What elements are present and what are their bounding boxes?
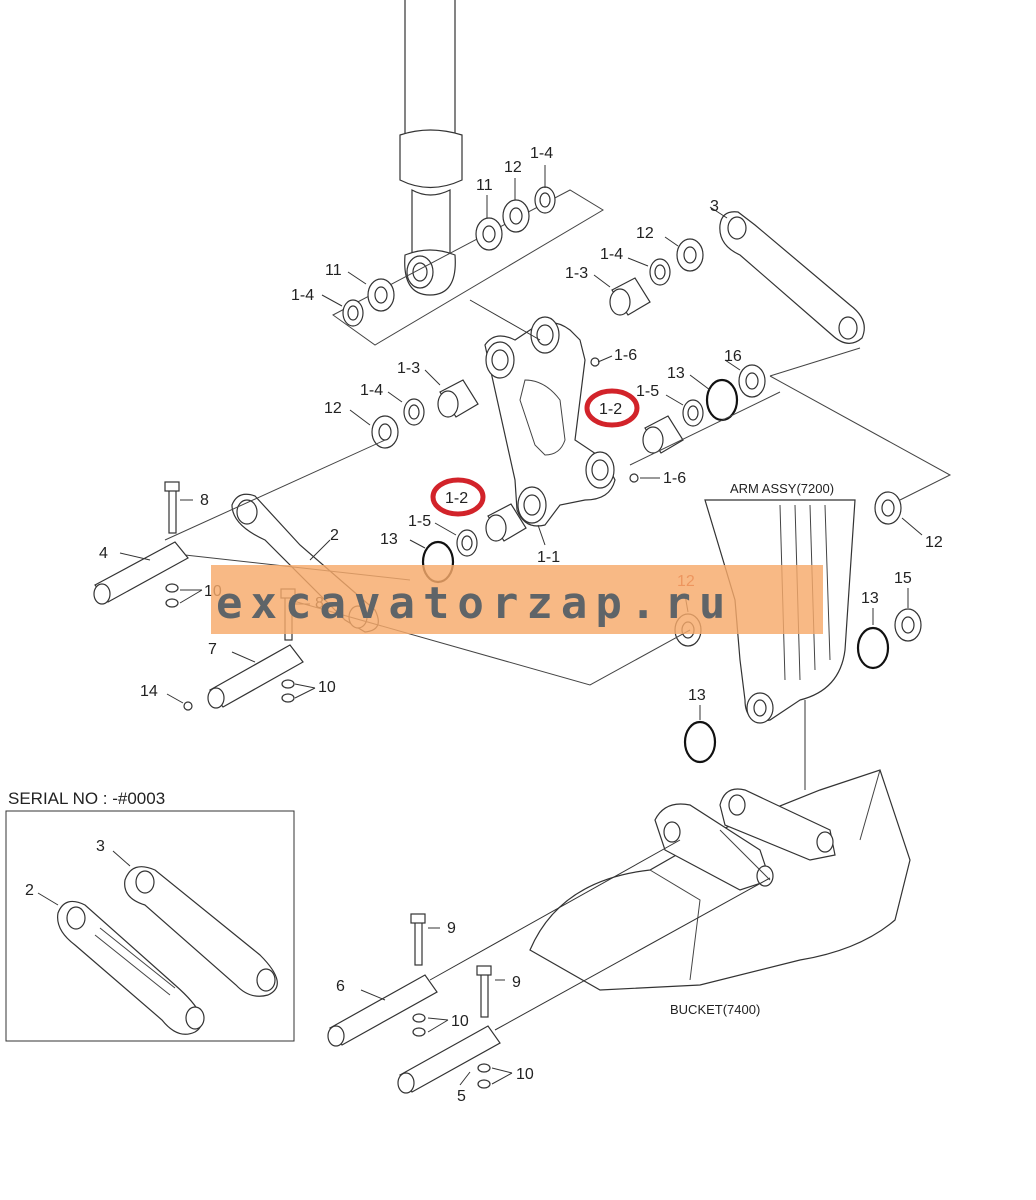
cylinder: [399, 0, 463, 296]
label-9: 9: [512, 974, 521, 991]
leader-lines: [37, 165, 923, 1086]
label-1-2: 1-2: [445, 490, 468, 507]
label-1-3: 1-3: [397, 360, 420, 377]
label-5: 5: [457, 1088, 466, 1105]
label-10: 10: [516, 1066, 534, 1083]
label-9: 9: [447, 920, 456, 937]
label-11: 11: [325, 262, 342, 279]
label-1-1: 1-1: [537, 549, 560, 566]
watermark-text: excavatorzap.ru: [216, 578, 733, 629]
label-2: 2: [330, 527, 339, 544]
serial-caption: SERIAL NO : -#0003: [8, 789, 165, 808]
label-13: 13: [861, 590, 879, 607]
label-6: 6: [336, 978, 345, 995]
label-13: 13: [688, 687, 706, 704]
label-13: 13: [380, 531, 398, 548]
label-1-5: 1-5: [636, 383, 659, 400]
watermark-band: [211, 565, 823, 634]
label-12: 12: [636, 225, 654, 242]
pin-5: [397, 877, 771, 1094]
pin-6: [327, 839, 681, 1047]
label-3: 3: [710, 198, 719, 215]
label-14: 14: [140, 683, 158, 700]
bucket: [529, 769, 911, 991]
label-1-4: 1-4: [291, 287, 314, 304]
label-3: 3: [96, 838, 105, 855]
label-12: 12: [925, 534, 943, 551]
highlight-circle: [584, 388, 640, 428]
bushings-1-3: [437, 277, 651, 418]
right-assembly-lines: [629, 347, 952, 501]
label-1-6: 1-6: [614, 347, 637, 364]
label-2: 2: [25, 882, 34, 899]
label-1-4: 1-4: [600, 246, 623, 263]
label-1-5: 1-5: [408, 513, 431, 530]
link-1-1: [469, 299, 616, 527]
watermark: excavatorzap.ru: [211, 565, 823, 634]
label-1-4: 1-4: [360, 382, 383, 399]
label-11: 11: [476, 177, 493, 194]
label-1-2: 1-2: [599, 401, 622, 418]
grease-nipples: [183, 357, 639, 711]
label-12: 12: [504, 159, 522, 176]
label-1-3: 1-3: [565, 265, 588, 282]
label-12: 12: [324, 400, 342, 417]
label-1-6: 1-6: [663, 470, 686, 487]
arm-assembly: [704, 499, 856, 790]
label-15: 15: [894, 570, 912, 587]
label-10: 10: [451, 1013, 469, 1030]
pin-4: [93, 481, 189, 608]
label-8: 8: [200, 492, 209, 509]
label-7: 7: [208, 641, 217, 658]
label-13: 13: [667, 365, 685, 382]
highlight-circle: [430, 477, 486, 517]
label-4: 4: [99, 545, 108, 562]
label-16: 16: [724, 348, 742, 365]
label-1-4: 1-4: [530, 145, 553, 162]
link-3: [719, 211, 865, 344]
serial-inset: [5, 810, 295, 1042]
arm-assy-caption: ARM ASSY(7200): [730, 481, 834, 496]
label-10: 10: [318, 679, 336, 696]
top-washers: [342, 186, 556, 327]
bucket-caption: BUCKET(7400): [670, 1002, 760, 1017]
highlighted-labels: 1-2 1-2: [430, 388, 640, 517]
top-assembly-plane: [332, 189, 604, 346]
